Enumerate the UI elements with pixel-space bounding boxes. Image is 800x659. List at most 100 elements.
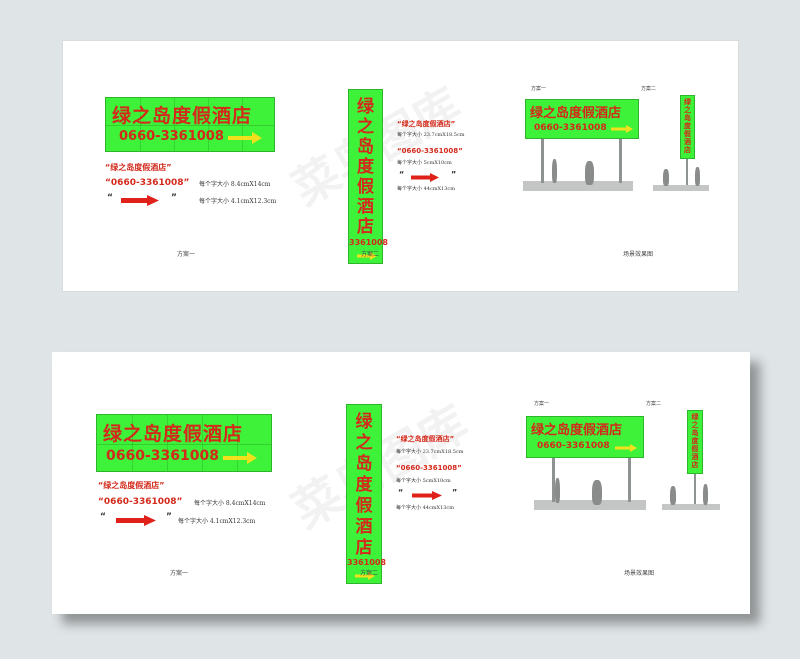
- sign-char: 酒: [691, 453, 699, 461]
- sign-char: 度: [691, 437, 699, 445]
- sign-phone: 0660-3361008: [534, 123, 607, 133]
- red-arrow-icon: [116, 515, 156, 526]
- person-silhouette: [592, 480, 602, 505]
- sign-char: 假: [357, 177, 374, 197]
- sign-char: 之: [691, 421, 699, 429]
- sign-char: 店: [684, 146, 691, 154]
- scene-ground: [653, 185, 709, 191]
- scene-label-a: 方案一: [534, 401, 550, 407]
- plan1-note-phone: 每个字大小 8.4cmX14cm: [199, 181, 271, 188]
- plan2-quote-open: “: [398, 488, 404, 497]
- sign-char: 度: [357, 157, 374, 177]
- plan1-caption: 方案一: [170, 570, 189, 577]
- plan1-quote-close: ”: [166, 512, 172, 522]
- plan2-note-phone: 每个字大小 5cmX10cm: [397, 160, 452, 166]
- scene-pole: [619, 137, 622, 183]
- scene-pole: [686, 159, 688, 185]
- sign-vertical-phone: 3361008: [347, 558, 386, 567]
- scene-pole: [541, 137, 544, 183]
- sign-phone: 0660-3361008: [106, 448, 219, 464]
- sign-char: 酒: [357, 197, 374, 217]
- sign-char: 酒: [684, 138, 691, 146]
- plan1-quote-close: ”: [171, 193, 177, 203]
- sign-char: 店: [355, 538, 373, 558]
- plan1-label-name: “绿之岛度假酒店”: [98, 481, 165, 490]
- red-arrow-icon: [412, 491, 442, 500]
- sign-char: 岛: [357, 137, 374, 157]
- plan2-vertical-sign: 绿 之 岛 度 假 酒 店 3361008: [348, 89, 388, 264]
- scene-pole: [628, 458, 631, 502]
- scene-pole: [552, 458, 555, 502]
- sign-char: 绿: [357, 97, 374, 117]
- plan2-caption: 方案二: [361, 251, 380, 258]
- scene-ground: [662, 504, 720, 510]
- person-silhouette: [663, 169, 669, 186]
- sign-phone: 0660-3361008: [119, 129, 224, 144]
- arrow-right-icon: [355, 572, 375, 580]
- sign-vertical-phone: 3361008: [349, 238, 388, 247]
- plan1-label-phone: “0660-3361008”: [98, 497, 183, 507]
- plan2-note-arrow: 每个字大小 44cmX13cm: [397, 186, 455, 192]
- person-silhouette: [670, 486, 676, 505]
- sign-char: 假: [691, 445, 699, 453]
- arrow-right-icon: [357, 252, 377, 260]
- sign-char: 岛: [355, 454, 373, 474]
- plan2-note-name: 每个字大小 23.7cmX18.5cm: [396, 449, 464, 455]
- sign-hotel-name: 绿之岛度假酒店: [530, 106, 622, 121]
- person-silhouette: [695, 167, 700, 186]
- plan2-caption: 方案二: [360, 570, 379, 577]
- red-arrow-icon: [411, 173, 439, 182]
- scene-label-a: 方案一: [531, 86, 547, 92]
- sign-char: 绿: [355, 412, 373, 432]
- plan1-caption: 方案一: [177, 251, 196, 258]
- scene-label-b: 方案二: [646, 401, 662, 407]
- red-arrow-icon: [121, 195, 159, 206]
- person-silhouette: [585, 161, 594, 185]
- scene-horizontal-sign: 绿之岛度假酒店 0660-3361008: [526, 416, 644, 458]
- sign-char: 之: [355, 433, 373, 453]
- plan1-label-name: “绿之岛度假酒店”: [105, 163, 172, 172]
- plan2-note-name: 每个字大小 23.7cmX18.5cm: [397, 132, 465, 138]
- sign-char: 店: [691, 461, 699, 469]
- scene-horizontal-sign: 绿之岛度假酒店 0660-3361008: [525, 99, 639, 139]
- scene-vertical-sign: 绿 之 岛 度 假 酒 店: [680, 95, 695, 159]
- sign-char: 酒: [355, 517, 373, 537]
- scene-vertical-sign: 绿 之 岛 度 假 酒 店: [687, 410, 703, 474]
- sign-char: 店: [357, 217, 374, 237]
- sign-phone: 0660-3361008: [537, 441, 610, 451]
- plan1-note-phone: 每个字大小 8.4cmX14cm: [194, 500, 266, 507]
- plan2-label-phone: “0660-3361008”: [397, 147, 463, 155]
- sign-char: 假: [684, 130, 691, 138]
- scene-caption: 场景效果图: [623, 251, 654, 258]
- arrow-right-icon: [228, 132, 262, 144]
- design-board-top: 菜鸟图库 绿之岛度假酒店 0660-3361008 “绿之岛度假酒店” “066…: [62, 40, 739, 292]
- plan2-label-name: “绿之岛度假酒店”: [396, 435, 455, 443]
- person-silhouette: [555, 478, 560, 503]
- sign-hotel-name: 绿之岛度假酒店: [103, 423, 244, 445]
- plan1-quote-open: “: [100, 512, 106, 522]
- plan2-note-arrow: 每个字大小 44cmX13cm: [396, 505, 454, 511]
- arrow-right-icon: [223, 452, 257, 464]
- arrow-right-icon: [615, 444, 637, 452]
- sign-char: 度: [355, 475, 373, 495]
- sign-char: 岛: [684, 114, 691, 122]
- plan1-horizontal-sign: 绿之岛度假酒店 0660-3361008: [96, 414, 272, 472]
- person-silhouette: [703, 484, 708, 505]
- scene-ground: [534, 500, 646, 510]
- sign-char: 岛: [691, 429, 699, 437]
- plan1-note-arrow: 每个字大小 4.1cmX12.3cm: [199, 198, 277, 205]
- scene-label-b: 方案二: [641, 86, 657, 92]
- scene-caption: 场景效果图: [624, 570, 655, 577]
- plan1-quote-open: “: [107, 193, 113, 203]
- plan2-vertical-sign: 绿 之 岛 度 假 酒 店 3361008: [346, 404, 386, 584]
- scene-pole: [694, 472, 696, 504]
- sign-hotel-name: 绿之岛度假酒店: [531, 423, 623, 438]
- plan2-quote-open: “: [399, 170, 405, 179]
- sign-char: 假: [355, 496, 373, 516]
- plan2-label-name: “绿之岛度假酒店”: [397, 120, 456, 128]
- sign-char: 之: [357, 117, 374, 137]
- sign-char: 度: [684, 122, 691, 130]
- sign-char: 绿: [691, 413, 699, 421]
- plan2-note-phone: 每个字大小 5cmX10cm: [396, 478, 451, 484]
- sign-char: 之: [684, 106, 691, 114]
